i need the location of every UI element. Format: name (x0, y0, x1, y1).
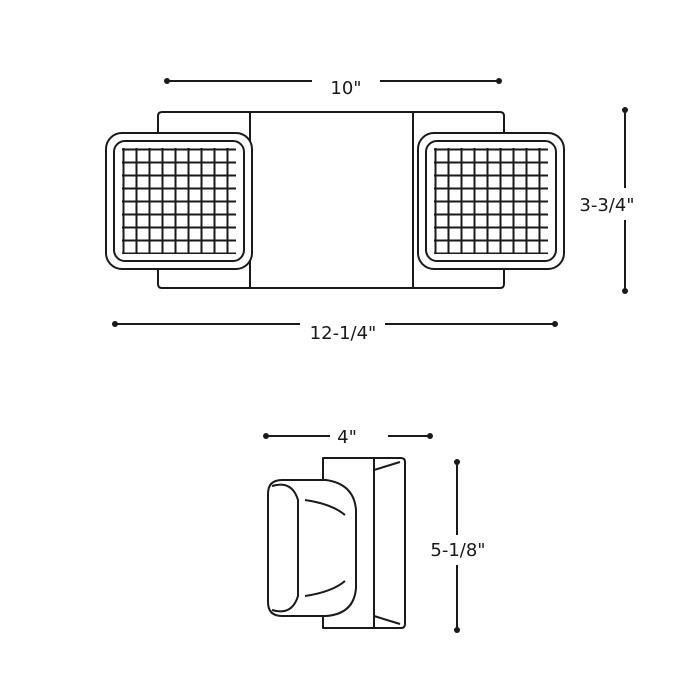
right-lamp-head (417, 132, 565, 270)
side-height-endpoint-bottom (454, 627, 460, 633)
front-top-width-endpoint-right (496, 78, 502, 84)
front-top-width-dimension: 10" (164, 78, 502, 99)
side-view (267, 457, 406, 629)
side-height-label: 5-1/8" (430, 540, 485, 561)
front-height-label: 3-3/4" (579, 195, 634, 216)
front-height-dimension: 3-3/4" (579, 107, 635, 294)
side-depth-endpoint-right (427, 433, 433, 439)
front-overall-width-label: 12-1/4" (310, 323, 377, 344)
side-height-dimension: 5-1/8" (430, 459, 486, 633)
side-height-endpoint-top (454, 459, 460, 465)
side-lamp-head-contour (304, 499, 346, 597)
side-depth-label: 4" (337, 427, 357, 448)
front-view (105, 111, 565, 289)
front-height-endpoint-bottom (622, 288, 628, 294)
right-lamp-head-inner (425, 140, 557, 262)
left-lamp-head (105, 132, 253, 270)
front-overall-width-endpoint-right (552, 321, 558, 327)
front-overall-width-dimension: 12-1/4" (112, 321, 558, 344)
front-overall-width-endpoint-left (112, 321, 118, 327)
left-lamp-head-inner (113, 140, 245, 262)
front-top-width-label: 10" (330, 78, 361, 99)
front-housing (157, 111, 505, 289)
side-rear-housing (322, 457, 406, 629)
side-depth-endpoint-left (263, 433, 269, 439)
right-lamp-lens-grid (434, 148, 548, 254)
front-top-width-endpoint-left (164, 78, 170, 84)
side-lamp-lens-face (271, 483, 299, 613)
side-rear-housing-bottom-bevel (373, 615, 401, 625)
front-height-endpoint-top (622, 107, 628, 113)
left-lamp-lens-grid (122, 148, 236, 254)
side-rear-housing-top-bevel (373, 461, 401, 471)
side-lamp-head (267, 479, 357, 617)
side-depth-dimension: 4" (263, 427, 433, 448)
